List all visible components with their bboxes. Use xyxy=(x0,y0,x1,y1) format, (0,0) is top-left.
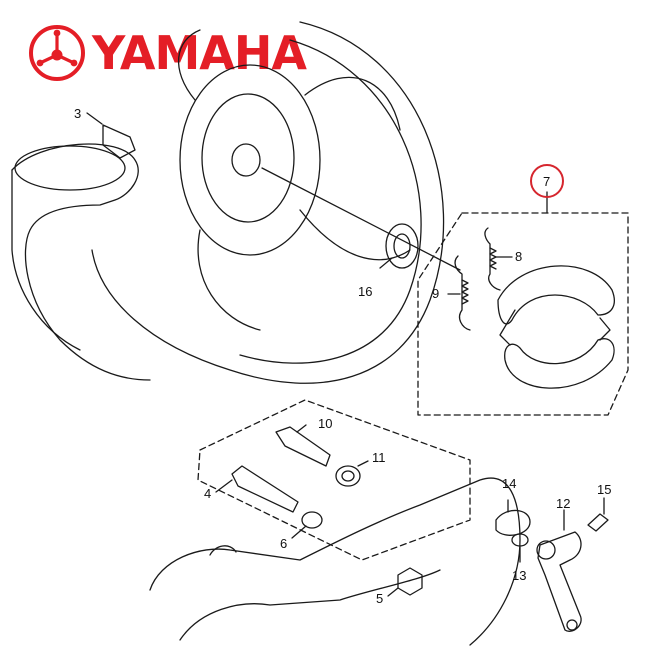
engine-case xyxy=(149,477,521,646)
wheel-spoke xyxy=(178,29,201,101)
rear-fender xyxy=(11,143,151,381)
highlight-ring xyxy=(530,164,564,198)
plate-14 xyxy=(495,509,531,536)
callout-8: 8 xyxy=(515,249,522,264)
spring-9 xyxy=(454,255,471,331)
spring-8 xyxy=(484,227,501,291)
callout-14: 14 xyxy=(502,476,516,491)
washer-16 xyxy=(385,223,419,269)
brake-shoe xyxy=(504,338,615,389)
callout-4: 4 xyxy=(204,486,211,501)
seal-11 xyxy=(335,465,361,487)
tyre-outer-edge xyxy=(91,21,445,384)
brake-kit-outline xyxy=(417,212,629,416)
cam-lever-12 xyxy=(537,531,582,632)
callout-16: 16 xyxy=(358,284,372,299)
wheel-spoke xyxy=(299,209,411,261)
bolt-3 xyxy=(102,124,136,159)
wheel-spoke xyxy=(304,76,401,131)
bolt-15 xyxy=(587,513,609,532)
callout-11: 11 xyxy=(372,450,386,465)
callout-3: 3 xyxy=(74,106,81,121)
callout-15: 15 xyxy=(597,482,611,497)
callout-7: 7 xyxy=(543,174,550,189)
axle-boss xyxy=(231,143,261,177)
brand-name: YAMAHA xyxy=(92,26,307,80)
callout-5: 5 xyxy=(376,591,383,606)
wheel-spoke xyxy=(197,229,261,331)
tyre-inner-edge xyxy=(239,39,422,364)
o-ring-6 xyxy=(301,511,323,529)
callout-6: 6 xyxy=(280,536,287,551)
clip-13 xyxy=(511,533,529,547)
callout-9: 9 xyxy=(432,286,439,301)
fender-inner-edge xyxy=(11,169,81,351)
shaft-4 xyxy=(231,465,299,513)
yamaha-logo: YAMAHA xyxy=(28,22,307,84)
hub-inner-ring xyxy=(201,93,295,223)
callout-13: 13 xyxy=(512,568,526,583)
axle-leader xyxy=(261,167,461,271)
shaft-10 xyxy=(275,426,331,467)
callout-10: 10 xyxy=(318,416,332,431)
lower-kit-outline xyxy=(197,399,471,561)
wheel-hub xyxy=(179,64,321,256)
callout-12: 12 xyxy=(556,496,570,511)
fender-opening xyxy=(14,145,126,191)
brake-shoe xyxy=(497,265,615,325)
tuning-fork-emblem-icon xyxy=(29,25,85,81)
nut-5 xyxy=(397,567,423,596)
